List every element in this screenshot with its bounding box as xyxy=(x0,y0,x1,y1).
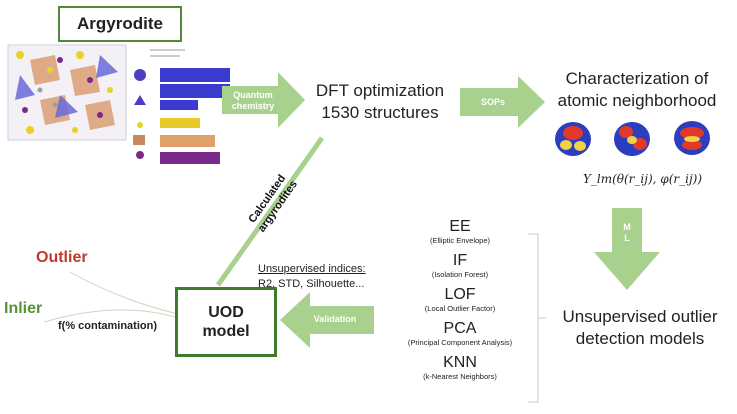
dft-line2: 1530 structures xyxy=(321,103,439,122)
dft-optimization-text: DFT optimization 1530 structures xyxy=(300,80,460,124)
quantum-chemistry-label: Quantum chemistry xyxy=(226,90,280,112)
argyrodite-title-text: Argyrodite xyxy=(77,14,163,33)
validation-label: Validation xyxy=(306,314,364,325)
method-pca-full: (Principal Component Analysis) xyxy=(407,338,513,347)
method-knn-full: (k-Nearest Neighbors) xyxy=(423,372,497,381)
inlier-label: Inlier xyxy=(4,300,42,318)
uod-models-text: Unsupervised outlier detection models xyxy=(545,306,735,350)
indices-list: R2, STD, Silhouette... xyxy=(258,278,365,290)
inlier-curve xyxy=(43,309,179,323)
method-if-abbr: IF xyxy=(452,252,468,269)
unsupervised-indices: Unsupervised indices: R2, STD, Silhouett… xyxy=(258,262,398,292)
outlier-label: Outlier xyxy=(36,249,88,267)
characterization-text: Characterization of atomic neighborhood xyxy=(540,68,734,112)
contamination-text: f(% contamination) xyxy=(58,320,157,332)
method-pca-abbr: PCA xyxy=(443,320,477,337)
spherical-harmonic-1 xyxy=(555,122,591,156)
calculated-argyrodites-line xyxy=(215,136,325,287)
uod-box-line1: UOD xyxy=(208,304,244,321)
ml-label-m: M xyxy=(623,222,631,232)
sops-label: SOPs xyxy=(468,97,518,108)
uod-models-line1: Unsupervised outlier xyxy=(562,307,718,326)
quantum-label-line2: chemistry xyxy=(231,101,275,111)
sops-label-text: SOPs xyxy=(480,97,505,107)
argyrodite-title: Argyrodite xyxy=(58,6,182,42)
uod-models-line2: detection models xyxy=(575,329,705,348)
sops-arrow xyxy=(460,76,545,128)
contamination-label: f(% contamination) xyxy=(58,320,157,332)
crystal-structure-image xyxy=(7,44,127,141)
methods-bracket xyxy=(528,233,546,403)
spherical-harmonic-3 xyxy=(674,121,710,155)
method-ee-abbr: EE xyxy=(449,218,471,235)
quantum-label-line1: Quantum xyxy=(233,90,273,100)
validation-label-text: Validation xyxy=(313,314,357,324)
ml-arrow xyxy=(594,208,660,290)
characterization-line1: Characterization of xyxy=(565,69,709,88)
dft-line1: DFT optimization xyxy=(315,81,445,100)
method-knn-abbr: KNN xyxy=(443,354,477,371)
formula-text: Y_lm(θ(r_ij), φ(r_ij)) xyxy=(582,172,703,186)
indices-title: Unsupervised indices: xyxy=(258,263,366,275)
method-lof-full: (Local Outlier Factor) xyxy=(424,304,496,313)
validation-arrow xyxy=(280,292,374,348)
spherical-harmonic-2 xyxy=(614,122,650,156)
method-lof-abbr: LOF xyxy=(444,286,476,303)
inlier-text: Inlier xyxy=(4,300,43,317)
outlier-text: Outlier xyxy=(36,249,88,266)
uod-model-box: UOD model xyxy=(175,287,277,357)
ml-label-l: L xyxy=(624,233,630,243)
outlier-curve xyxy=(69,271,179,315)
uod-box-line2: model xyxy=(202,323,250,340)
methods-list: EE (Elliptic Envelope) IF (Isolation For… xyxy=(380,218,540,381)
method-ee-full: (Elliptic Envelope) xyxy=(429,236,491,245)
spherical-harmonics-formula: Y_lm(θ(r_ij), φ(r_ij)) xyxy=(560,172,725,186)
quantum-chemistry-arrow xyxy=(222,72,305,128)
ml-label: M L xyxy=(612,222,642,244)
characterization-line2: atomic neighborhood xyxy=(557,91,717,110)
method-if-full: (Isolation Forest) xyxy=(431,270,489,279)
element-legend-image xyxy=(133,49,230,164)
